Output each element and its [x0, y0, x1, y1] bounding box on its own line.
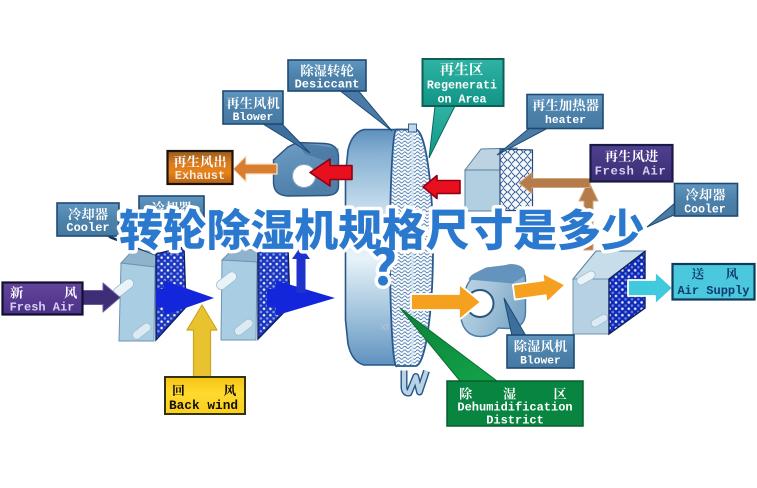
svg-text:Cooler: Cooler: [66, 221, 109, 235]
svg-text:heater: heater: [545, 115, 586, 127]
svg-text:Cooler: Cooler: [684, 204, 726, 217]
svg-text:Regenerati: Regenerati: [427, 78, 497, 92]
svg-text:Fresh Air: Fresh Air: [595, 165, 667, 179]
svg-text:Desiccant: Desiccant: [295, 78, 360, 92]
svg-text:Air Supply: Air Supply: [677, 284, 749, 298]
svg-text:Blower: Blower: [233, 112, 274, 124]
svg-text:Blower: Blower: [520, 356, 561, 368]
svg-text:Exhaust: Exhaust: [175, 169, 225, 183]
svg-text:Back wind: Back wind: [169, 398, 238, 413]
svg-text:Dehumidification: Dehumidification: [457, 401, 572, 415]
svg-text:Fresh Air: Fresh Air: [10, 301, 75, 315]
svg-text:xt: xt: [381, 322, 389, 333]
svg-text:on Area: on Area: [437, 93, 486, 107]
svg-text:District: District: [486, 414, 544, 428]
